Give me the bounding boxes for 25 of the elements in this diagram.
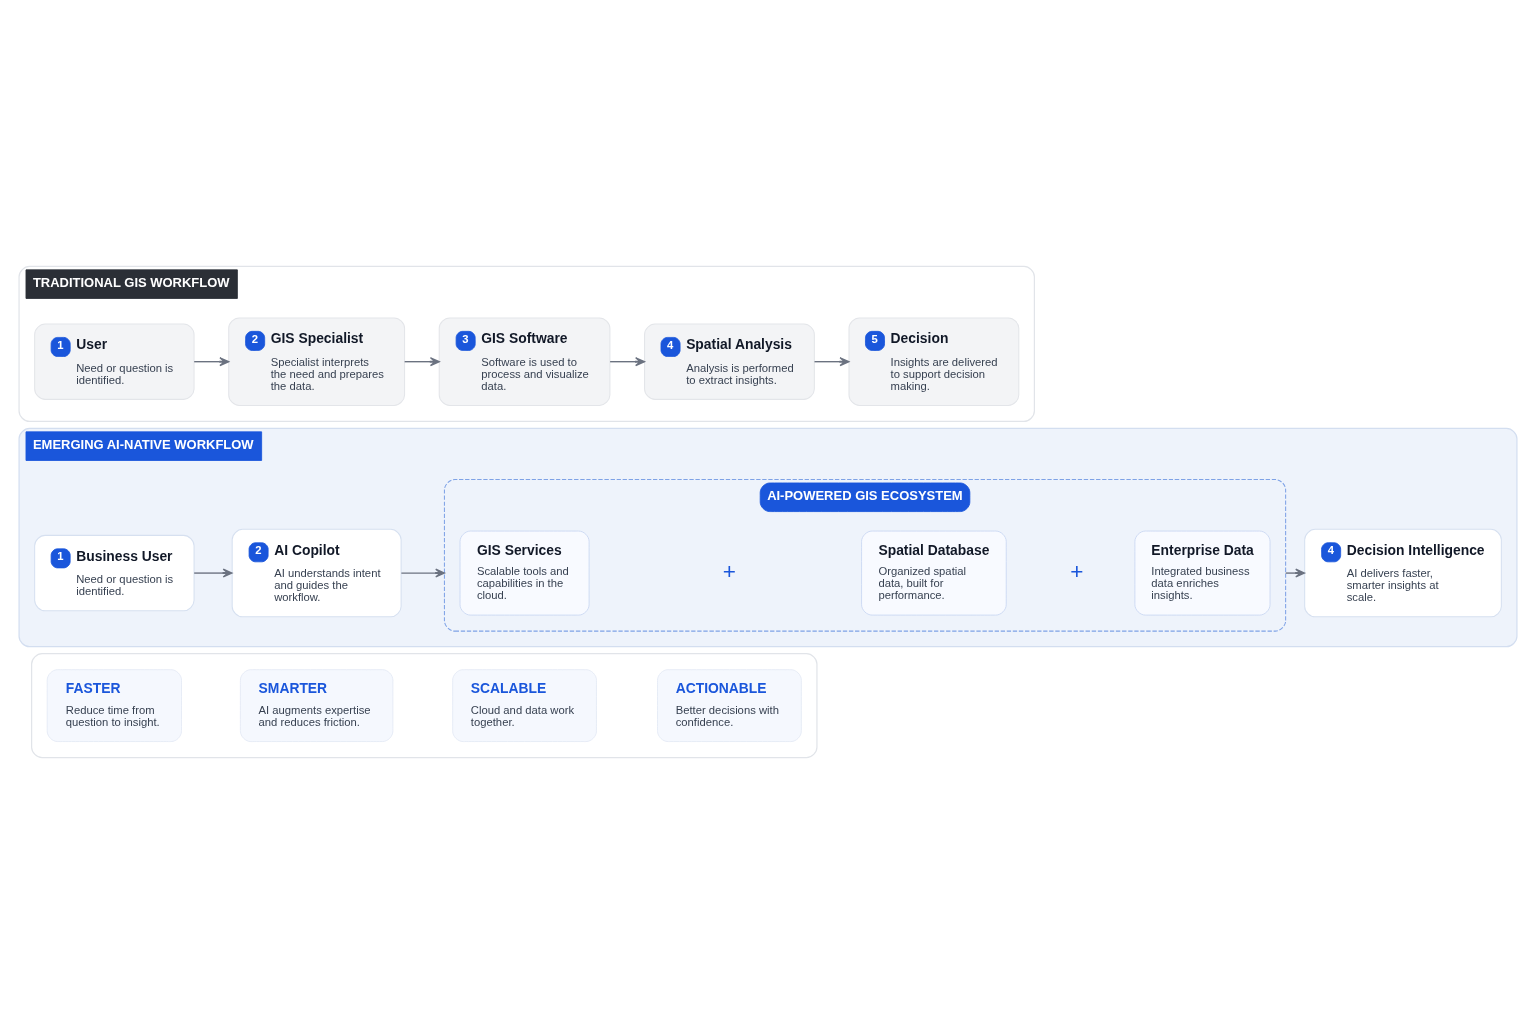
node-box: Enterprise Data Integrated business data enriches insights. [1134,530,1271,616]
arrow [193,568,233,578]
node-box: 4 Spatial Analysis Analysis is performed to extract insights. [644,323,815,400]
arrow [400,568,446,578]
node-box: 2 AI Copilot AI understands intent and guides the workflow. [231,528,402,618]
node-box: 3 GIS Software Software is used to process and visualize data. [438,317,611,406]
node-box: 1 Business User Need or question is identified. [34,534,195,612]
label: + [722,558,737,584]
node-box: SCALABLE Cloud and data work together. [452,669,597,742]
arrow [193,357,230,367]
arrow [813,357,850,367]
label: + [1070,558,1084,584]
arrow [1284,568,1306,578]
arrow [609,357,646,367]
node-box: SMARTER AI augments expertise and reduces friction. [239,669,394,742]
arrow [403,357,440,367]
node-box: 5 Decision Insights are delivered to support decision making. [848,317,1020,406]
node-box: 1 User Need or question is identified. [34,323,195,400]
node-box: 2 GIS Specialist Specialist interprets the need and prepares the data. [228,317,406,406]
node-box: GIS Services Scalable tools and capabilities in the cloud. [459,530,590,616]
node-box: 4 Decision Intelligence AI delivers faster, smarter insights at scale. [1304,528,1502,618]
node-box: ACTIONABLE Better decisions with confidence. [657,669,802,742]
node-box: Spatial Database Organized spatial data, built for performance. [861,530,1007,616]
node-box: FASTER Reduce time from question to insight. [46,669,182,742]
cluster [31,653,818,759]
